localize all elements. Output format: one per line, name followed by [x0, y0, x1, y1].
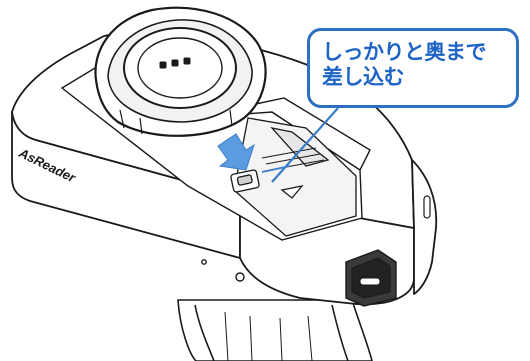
callout-pointer-guide	[261, 165, 291, 173]
connector-slot	[230, 117, 357, 237]
side-button	[423, 195, 431, 219]
callout-line-2: 差し込む	[322, 65, 405, 89]
insert-arrow	[217, 133, 255, 171]
callout-line-1: しっかりと奥まで	[322, 40, 487, 64]
front-holes	[201, 259, 245, 282]
lens-module	[94, 6, 267, 137]
device-grip	[177, 299, 373, 361]
callout-box: しっかりと奥まで 差し込む	[307, 28, 519, 108]
charging-port	[345, 249, 397, 307]
callout-pointer	[271, 107, 339, 183]
